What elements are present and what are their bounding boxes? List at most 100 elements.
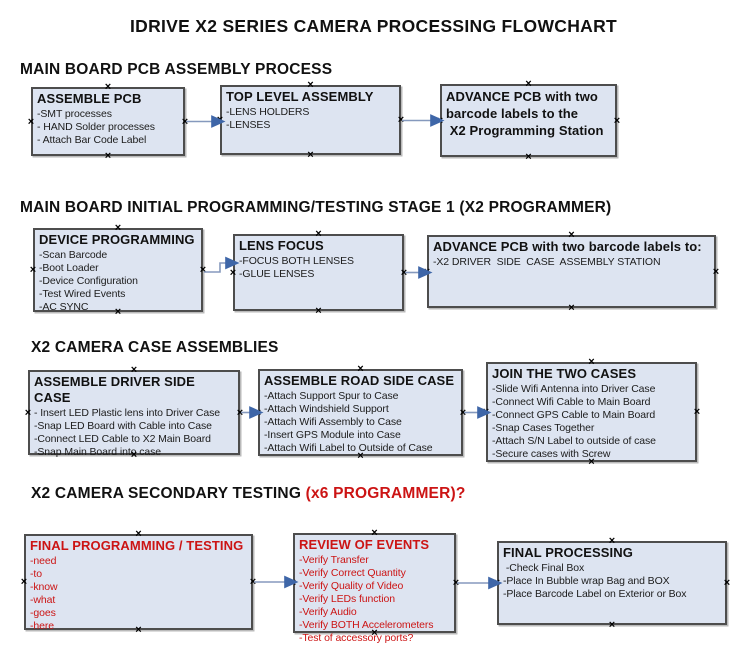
anchor-x-icon: × (130, 364, 138, 376)
anchor-x-icon: × (588, 356, 595, 368)
box-item-list: -Slide Wifi Antenna into Driver Case-Con… (492, 383, 691, 461)
box-item: -Verify LEDs function (299, 593, 395, 605)
flowchart-box-assemble-pcb: ASSEMBLE PCB -SMT processes- HAND Solder… (28, 82, 188, 162)
box-item-list: -FOCUS BOTH LENSES-GLUE LENSES (239, 255, 398, 281)
box-item: ADVANCE PCB with two (446, 89, 598, 104)
box-item: -Snap Main Board into case (34, 446, 161, 458)
box-item: -Attach S/N Label to outside of case (492, 435, 656, 447)
box-item: -Attach Support Spur to Case (264, 390, 399, 402)
box-title: REVIEW OF EVENTS (299, 537, 430, 552)
anchor-x-icon: × (568, 302, 575, 314)
anchor-x-icon: × (104, 150, 112, 162)
anchor-x-icon: × (482, 406, 490, 418)
anchor-x-icon: × (199, 264, 207, 276)
box-title: LENS FOCUS (239, 238, 324, 253)
box-title: FINAL PROCESSING (503, 545, 633, 560)
page-title: IDRIVE X2 SERIES CAMERA PROCESSING FLOWC… (129, 16, 618, 36)
box-item: -Verify Audio (299, 606, 357, 618)
box-item: -Slide Wifi Antenna into Driver Case (492, 383, 656, 395)
section-heading-case-assemblies: X2 CAMERA CASE ASSEMBLIES (31, 339, 279, 356)
section-heading-initial-programming: MAIN BOARD INITIAL PROGRAMMING/TESTING S… (20, 199, 612, 216)
box-item: -Check Final Box (503, 562, 585, 574)
box-item: -goes (30, 607, 56, 619)
anchor-x-icon: × (608, 535, 616, 547)
box-item-list: -Attach Support Spur to Case-Attach Wind… (264, 390, 457, 455)
box-item: -need (30, 555, 57, 567)
box-item: -Scan Barcode (39, 249, 108, 261)
flowchart-box-device-programming: DEVICE PROGRAMMING -Scan Barcode-Boot Lo… (30, 223, 206, 318)
box-item: -Device Configuration (39, 275, 138, 287)
anchor-x-icon: × (459, 406, 467, 419)
box-item-list: -LENS HOLDERS-LENSES (226, 106, 395, 132)
box-item: barcode labels to the (446, 106, 579, 121)
anchor-x-icon: × (236, 406, 244, 419)
section-heading-red-part: (x6 PROGRAMMER)? (305, 485, 466, 502)
box-title-multiline: ADVANCE PCB with two barcode labels to th… (446, 88, 611, 139)
box-item: -to (30, 568, 42, 580)
box-item: -Secure cases with Screw (492, 448, 611, 460)
box-title: ASSEMBLE PCB (37, 91, 142, 106)
anchor-x-icon: × (397, 114, 405, 126)
box-item-list: -need-to-know-what-goes-here (30, 555, 247, 633)
box-item: -Test of accessory ports? (299, 632, 414, 644)
box-item: -AC SYNC (39, 301, 89, 313)
flowchart-box-join-cases: JOIN THE TWO CASES -Slide Wifi Antenna i… (483, 357, 700, 468)
flowchart-box-advance-pcb-driver-side: ADVANCE PCB with two barcode labels to: … (424, 230, 719, 314)
anchor-x-icon: × (229, 266, 237, 279)
box-item: -Verify BOTH Accelerometers (299, 619, 434, 631)
anchor-x-icon: × (400, 266, 408, 279)
anchor-x-icon: × (20, 576, 28, 588)
anchor-x-icon: × (723, 577, 731, 589)
box-item-list: -Scan Barcode-Boot Loader-Device Configu… (39, 249, 197, 314)
box-item: -Snap LED Board with Cable into Case (34, 420, 212, 432)
box-title: TOP LEVEL ASSEMBLY (226, 89, 374, 104)
box-item-list: - Insert LED Plastic lens into Driver Ca… (34, 407, 234, 459)
box-title: ASSEMBLE DRIVER SIDE CASE (34, 374, 199, 405)
flowchart-box-final-programming: FINAL PROGRAMMING / TESTING -need-to-kno… (21, 529, 256, 636)
section-heading-secondary-testing: X2 CAMERA SECONDARY TESTING (x6 PROGRAMM… (31, 485, 466, 503)
flowchart-box-review-of-events: REVIEW OF EVENTS -Verify Transfer-Verify… (290, 528, 459, 645)
anchor-x-icon: × (525, 78, 532, 90)
box-item: -Connect Wifi Cable to Main Board (492, 396, 651, 408)
box-item: -what (30, 594, 56, 606)
box-item-list: -Verify Transfer-Verify Correct Quantity… (299, 554, 450, 645)
anchor-x-icon: × (135, 528, 142, 540)
flowchart-box-advance-pcb-programming-station: ADVANCE PCB with two barcode labels to th… (437, 79, 620, 163)
box-title: DEVICE PROGRAMMING (39, 232, 195, 247)
box-item: -Verify Transfer (299, 554, 369, 566)
anchor-x-icon: × (525, 151, 532, 163)
box-item: -Snap Cases Together (492, 422, 595, 434)
anchor-x-icon: × (568, 229, 575, 241)
anchor-x-icon: × (315, 228, 322, 240)
section-heading-pcb-assembly: MAIN BOARD PCB ASSEMBLY PROCESS (20, 61, 333, 78)
anchor-x-icon: × (452, 577, 460, 589)
anchor-x-icon: × (712, 265, 720, 278)
section-heading-black-part: X2 CAMERA SECONDARY TESTING (31, 485, 306, 502)
box-item-list: -Check Final Box-Place In Bubble wrap Ba… (503, 562, 721, 601)
flowchart-box-driver-side-case: ASSEMBLE DRIVER SIDE CASE - Insert LED P… (25, 365, 243, 461)
box-item: -LENSES (226, 119, 271, 131)
box-item: -LENS HOLDERS (226, 106, 310, 118)
box-title: JOIN THE TWO CASES (492, 366, 637, 381)
anchor-x-icon: × (114, 222, 122, 234)
anchor-x-icon: × (613, 114, 621, 127)
box-item: -FOCUS BOTH LENSES (239, 255, 354, 267)
anchor-x-icon: × (371, 527, 378, 539)
box-item: -Place In Bubble wrap Bag and BOX (503, 575, 670, 587)
anchor-x-icon: × (216, 114, 224, 126)
anchor-x-icon: × (423, 265, 431, 278)
box-title: FINAL PROGRAMMING / TESTING (30, 538, 244, 553)
box-item: -Attach Windshield Support (264, 403, 389, 415)
flowchart-box-lens-focus: LENS FOCUS -FOCUS BOTH LENSES-GLUE LENSE… (230, 229, 407, 317)
flowchart-box-top-level-assembly: TOP LEVEL ASSEMBLY -LENS HOLDERS-LENSES … (217, 80, 404, 161)
box-item: - Insert LED Plastic lens into Driver Ca… (34, 407, 221, 419)
box-item: -X2 DRIVER SIDE CASE ASSEMBLY STATION (433, 256, 661, 268)
anchor-x-icon: × (693, 406, 701, 418)
box-item-list: -SMT processes- HAND Solder processes- A… (37, 108, 179, 147)
anchor-x-icon: × (254, 406, 262, 419)
anchor-x-icon: × (307, 79, 314, 91)
anchor-x-icon: × (307, 149, 314, 161)
anchor-x-icon: × (27, 115, 35, 128)
box-item: -know (30, 581, 58, 593)
